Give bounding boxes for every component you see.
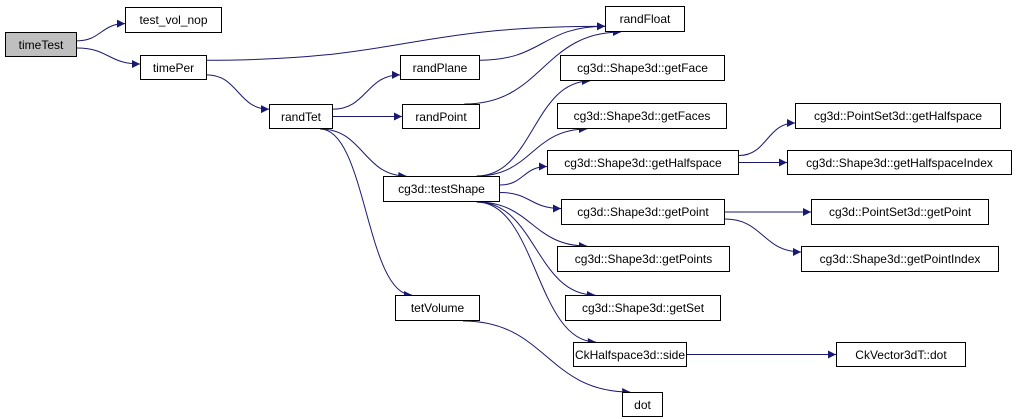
edge-testShape-to-getFaces bbox=[476, 125, 588, 177]
node-label: dot bbox=[634, 397, 651, 412]
edge-testShape-to-getHalfspace bbox=[499, 162, 548, 186]
node-label: tetVolume bbox=[410, 301, 465, 315]
edge-timePer-to-randFloat bbox=[206, 22, 606, 61]
node-label: CkVector3dT::dot bbox=[855, 347, 947, 362]
node-label: cg3d::Shape3d::getPoints bbox=[574, 252, 713, 266]
edge-timeTest-to-timePer bbox=[76, 47, 141, 69]
node-label: cg3d::Shape3d::getPoint bbox=[577, 205, 709, 219]
edge-testShape-to-getPoint bbox=[499, 191, 562, 213]
edge-tetVolume-to-dot bbox=[462, 320, 631, 396]
node-label: cg3d::Shape3d::getHalfspace bbox=[564, 155, 722, 170]
node-label: cg3d::testShape bbox=[398, 182, 485, 196]
node-label: timeTest bbox=[18, 37, 64, 52]
node-randTet[interactable]: randTet bbox=[269, 104, 333, 129]
edge-testShape-to-getSet bbox=[476, 201, 596, 299]
edge-randTet-to-tetVolume bbox=[320, 128, 413, 299]
edge-testShape-to-getFace bbox=[476, 77, 591, 177]
node-randPoint[interactable]: randPoint bbox=[402, 104, 480, 129]
node-test_vol_nop[interactable]: test_vol_nop bbox=[125, 7, 222, 33]
node-getFace[interactable]: cg3d::Shape3d::getFace bbox=[560, 55, 725, 81]
edge-getHalfspace-to-psGetHalfspace bbox=[738, 118, 796, 157]
node-getFaces[interactable]: cg3d::Shape3d::getFaces bbox=[557, 103, 727, 129]
edge-randPlane-to-randFloat bbox=[479, 22, 606, 61]
node-dot[interactable]: dot bbox=[622, 392, 663, 417]
node-timeTest[interactable]: timeTest bbox=[5, 32, 77, 57]
node-label: randTet bbox=[280, 109, 322, 124]
node-label: timePer bbox=[152, 60, 195, 75]
node-label: test_vol_nop bbox=[139, 13, 208, 27]
node-label: randPlane bbox=[412, 60, 468, 75]
node-getSet[interactable]: cg3d::Shape3d::getSet bbox=[565, 295, 721, 321]
node-randPlane[interactable]: randPlane bbox=[400, 55, 480, 80]
node-label: cg3d::Shape3d::getFaces bbox=[573, 109, 711, 123]
node-label: cg3d::Shape3d::getHalfspaceIndex bbox=[806, 155, 993, 170]
node-getHalfspaceIndex[interactable]: cg3d::Shape3d::getHalfspaceIndex bbox=[787, 150, 1012, 175]
edge-testShape-to-getPoints bbox=[476, 201, 588, 250]
edge-testShape-to-side bbox=[476, 201, 596, 346]
edge-getPoint-to-getPointIndex bbox=[724, 218, 802, 256]
node-tetVolume[interactable]: tetVolume bbox=[395, 295, 480, 321]
node-getPointIndex[interactable]: cg3d::Shape3d::getPointIndex bbox=[801, 246, 999, 272]
node-testShape[interactable]: cg3d::testShape bbox=[383, 176, 500, 202]
edge-randTet-to-testShape bbox=[320, 128, 407, 180]
node-side[interactable]: CkHalfspace3d::side bbox=[573, 342, 687, 367]
node-psGetPoint[interactable]: cg3d::PointSet3d::getPoint bbox=[811, 199, 989, 225]
node-label: cg3d::PointSet3d::getPoint bbox=[828, 205, 972, 219]
node-timePer[interactable]: timePer bbox=[140, 55, 207, 80]
edge-timeTest-to-test_vol_nop bbox=[76, 19, 126, 42]
node-label: cg3d::Shape3d::getFace bbox=[577, 61, 708, 75]
node-vecDot[interactable]: CkVector3dT::dot bbox=[836, 342, 966, 367]
edge-timePer-to-randTet bbox=[206, 74, 270, 114]
node-getPoints[interactable]: cg3d::Shape3d::getPoints bbox=[557, 246, 730, 272]
node-label: cg3d::Shape3d::getSet bbox=[581, 301, 705, 315]
edge-randTet-to-randPlane bbox=[332, 70, 401, 110]
node-getHalfspace[interactable]: cg3d::Shape3d::getHalfspace bbox=[547, 150, 739, 175]
node-label: cg3d::PointSet3d::getHalfspace bbox=[813, 109, 983, 123]
node-randFloat[interactable]: randFloat bbox=[605, 6, 685, 32]
node-psGetHalfspace[interactable]: cg3d::PointSet3d::getHalfspace bbox=[795, 103, 1001, 129]
node-label: randPoint bbox=[415, 109, 467, 124]
node-label: cg3d::Shape3d::getPointIndex bbox=[819, 252, 981, 266]
node-getPoint[interactable]: cg3d::Shape3d::getPoint bbox=[561, 199, 725, 225]
node-label: randFloat bbox=[619, 12, 671, 26]
node-label: CkHalfspace3d::side bbox=[574, 347, 686, 362]
edge-randPoint-to-randFloat bbox=[464, 28, 622, 105]
